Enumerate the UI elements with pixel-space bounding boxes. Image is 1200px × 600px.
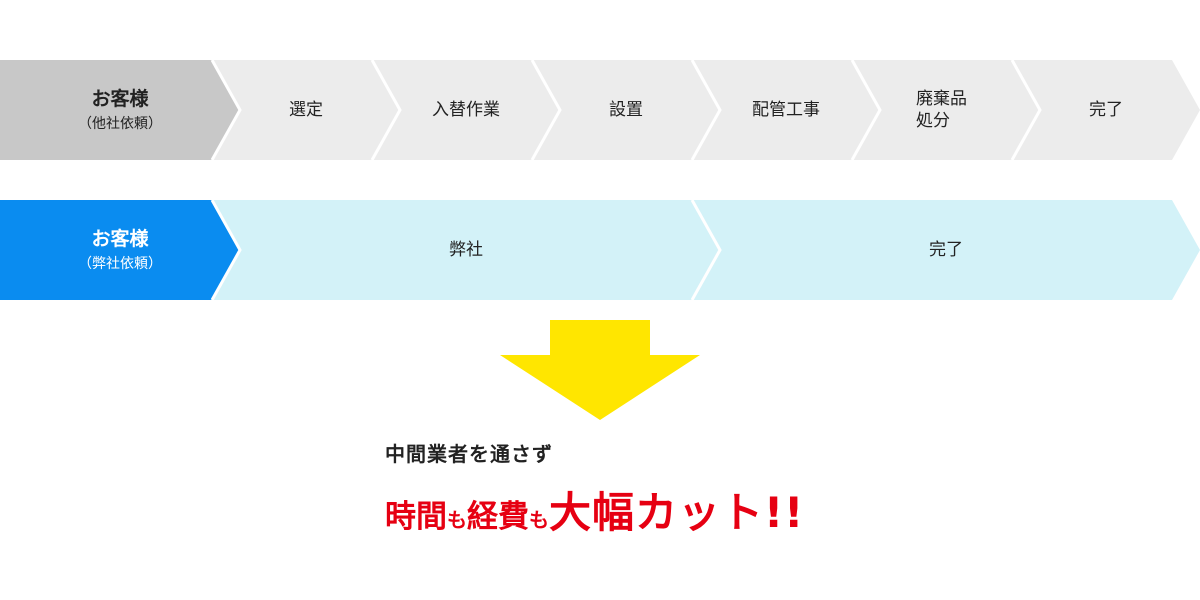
row2-separator <box>210 199 242 301</box>
row1-step-shape <box>212 60 400 160</box>
row1-step-label: 設置 <box>546 60 706 160</box>
row2-step-shape <box>212 200 720 300</box>
row1-separator <box>1010 59 1042 161</box>
caption-cost: 経費 <box>467 499 529 535</box>
step-label-text: 完了 <box>1089 99 1123 120</box>
row2-separator <box>690 199 722 301</box>
row1-step-shape <box>532 60 720 160</box>
row1-step-shape <box>372 60 560 160</box>
row1-step-label: 選定 <box>226 60 386 160</box>
step-label-text: 入替作業 <box>432 99 500 120</box>
step-label-text: 設置 <box>609 99 643 120</box>
row1-separator <box>530 59 562 161</box>
row1-step-shape <box>1012 60 1200 160</box>
step-label-text: 選定 <box>289 99 323 120</box>
row2-step-shape <box>692 200 1200 300</box>
row2-step-label: 完了 <box>706 200 1186 300</box>
row2-head-subtitle: （弊社依頼） <box>78 255 162 272</box>
row2-head-label: お客様 （弊社依頼） <box>0 200 240 300</box>
row1-step-label: 廃棄品 処分 <box>866 60 1026 160</box>
step-label-text: 配管工事 <box>752 99 820 120</box>
step-label-text: 完了 <box>929 239 963 260</box>
row1-separator <box>370 59 402 161</box>
caption-time: 時間 <box>385 499 447 535</box>
caption-big-cut: 大幅カット!! <box>549 488 805 537</box>
row1-step-shape <box>852 60 1040 160</box>
caption-line1: 中間業者を通さず <box>385 442 553 466</box>
caption-particle: も <box>447 508 467 532</box>
row1-separator <box>690 59 722 161</box>
caption: 中間業者を通さず 時間も経費も大幅カット!! <box>385 438 804 540</box>
row1-head-label: お客様 （他社依頼） <box>0 60 240 160</box>
row1-head-subtitle: （他社依頼） <box>78 115 162 132</box>
row1-step-label: 配管工事 <box>706 60 866 160</box>
row2-step-label: 弊社 <box>226 200 706 300</box>
down-arrow-icon <box>500 320 700 420</box>
row2-head-shape <box>0 200 240 300</box>
step-label-text: 弊社 <box>449 239 483 260</box>
row1-step-shape <box>692 60 880 160</box>
row1-head-title: お客様 <box>91 88 149 111</box>
row1-step-label: 入替作業 <box>386 60 546 160</box>
caption-line2: 時間も経費も大幅カット!! <box>385 479 804 540</box>
step-label-text-line2: 処分 <box>916 111 950 131</box>
row1-separator <box>850 59 882 161</box>
row1-step-label: 完了 <box>1026 60 1186 160</box>
step-label-text: 廃棄品 <box>916 88 967 109</box>
row2-head-title: お客様 <box>91 228 149 251</box>
row1-separator <box>210 59 242 161</box>
caption-particle: も <box>529 508 549 532</box>
row1-head-shape <box>0 60 240 160</box>
